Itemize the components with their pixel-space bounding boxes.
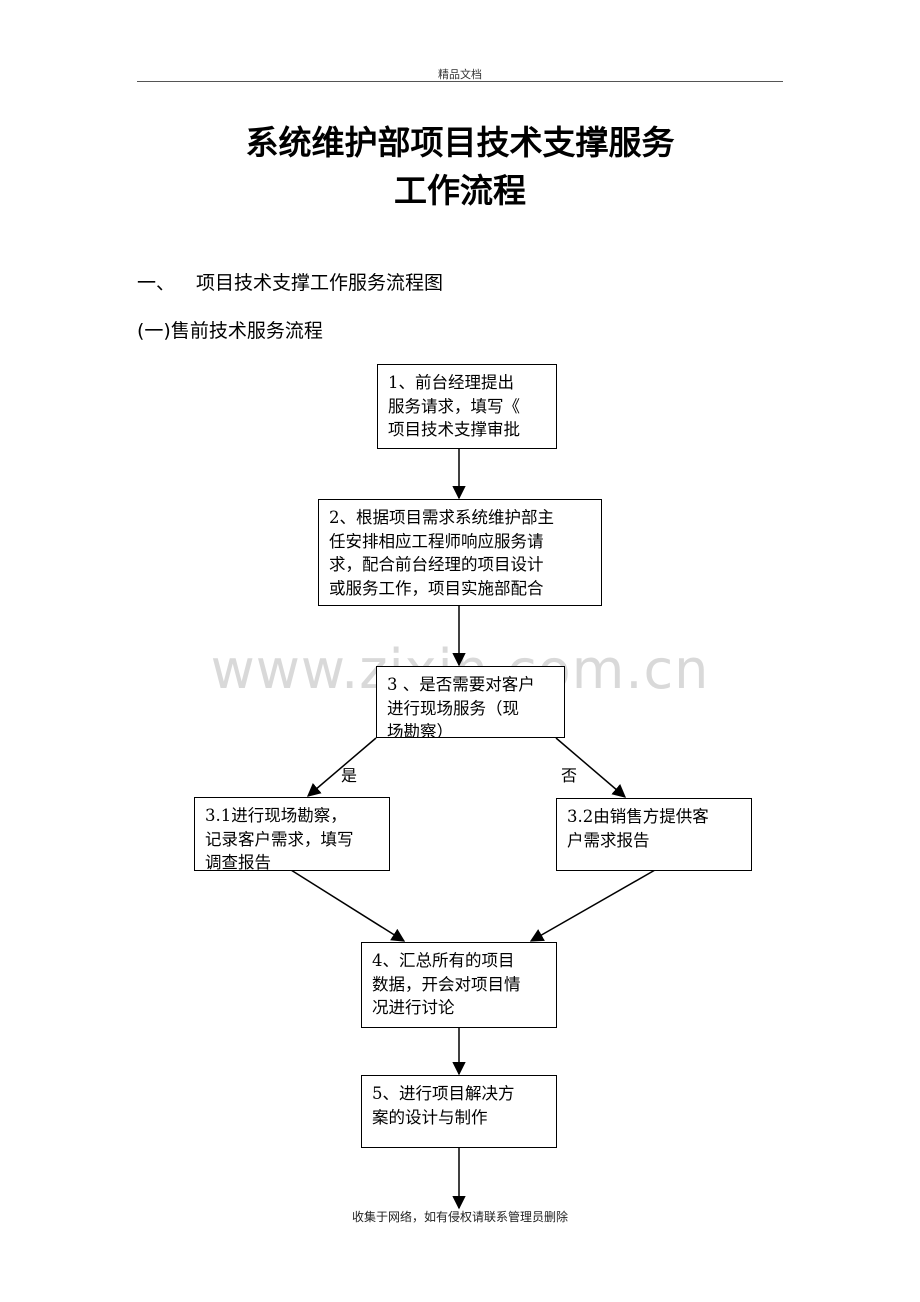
- flow-step-3-decision: 3 、是否需要对客户 进行现场服务（现 场勘察）: [376, 666, 565, 738]
- section1-heading: 项目技术支撑工作服务流程图: [196, 272, 444, 294]
- step2-line: 任安排相应工程师响应服务请: [329, 531, 544, 551]
- flow-step-3-1: 3.1进行现场勘察， 记录客户需求，填写 调查报告: [194, 797, 390, 871]
- flow-step-1: 1、前台经理提出 服务请求，填写《 项目技术支撑审批: [377, 364, 557, 449]
- step5-line: 5、进行项目解决方: [372, 1084, 515, 1103]
- step2-line: 求，配合前台经理的项目设计: [329, 555, 544, 574]
- step5-line: 案的设计与制作: [372, 1107, 488, 1127]
- step1-line: 项目技术支撑审批: [388, 420, 520, 439]
- step3-1-line: 记录客户需求，填写: [205, 829, 354, 849]
- section1-number: 一、: [137, 272, 176, 294]
- step1-line: 服务请求，填写《: [388, 396, 520, 416]
- step4-line: 况进行讨论: [372, 998, 455, 1017]
- step3-2-line: 户需求报告: [567, 830, 650, 850]
- page-header: 精品文档: [438, 68, 482, 81]
- arrow-step3-to-step3-1: [306, 737, 377, 797]
- document-title-line2: 工作流程: [394, 171, 526, 210]
- step3-line: 场勘察）: [387, 722, 453, 738]
- step4-line: 数据，开会对项目情: [372, 974, 521, 994]
- no-label: 否: [561, 766, 578, 785]
- section2-heading: (一)售前技术服务流程: [137, 320, 323, 342]
- arrow-step3-2-to-step4: [529, 869, 656, 942]
- flow-step-5: 5、进行项目解决方 案的设计与制作: [361, 1075, 557, 1148]
- document-title-line1: 系统维护部项目技术支撑服务: [245, 123, 675, 162]
- flow-step-4: 4、汇总所有的项目 数据，开会对项目情 况进行讨论: [361, 942, 557, 1028]
- step2-line: 或服务工作，项目实施部配合: [329, 578, 544, 598]
- step3-line: 进行现场服务（现: [387, 698, 519, 718]
- yes-label: 是: [341, 766, 358, 785]
- arrow-step3-1-to-step4: [290, 869, 406, 942]
- step3-2-line: 3.2由销售方提供客: [567, 807, 709, 826]
- step3-1-line: 调查报告: [205, 853, 271, 871]
- step3-1-line: 3.1进行现场勘察，: [205, 806, 347, 825]
- page-footer: 收集于网络，如有侵权请联系管理员删除: [351, 1210, 568, 1224]
- step2-line: 2、根据项目需求系统维护部主: [329, 508, 554, 527]
- step4-line: 4、汇总所有的项目: [372, 951, 515, 970]
- flow-step-3-2: 3.2由销售方提供客 户需求报告: [556, 798, 752, 871]
- flow-step-2: 2、根据项目需求系统维护部主 任安排相应工程师响应服务请 求，配合前台经理的项目…: [318, 499, 602, 606]
- step3-line: 3 、是否需要对客户: [387, 675, 535, 694]
- arrow-step3-to-step3-2: [555, 737, 627, 798]
- header-rule: [137, 81, 783, 82]
- step1-line: 1、前台经理提出: [388, 373, 514, 392]
